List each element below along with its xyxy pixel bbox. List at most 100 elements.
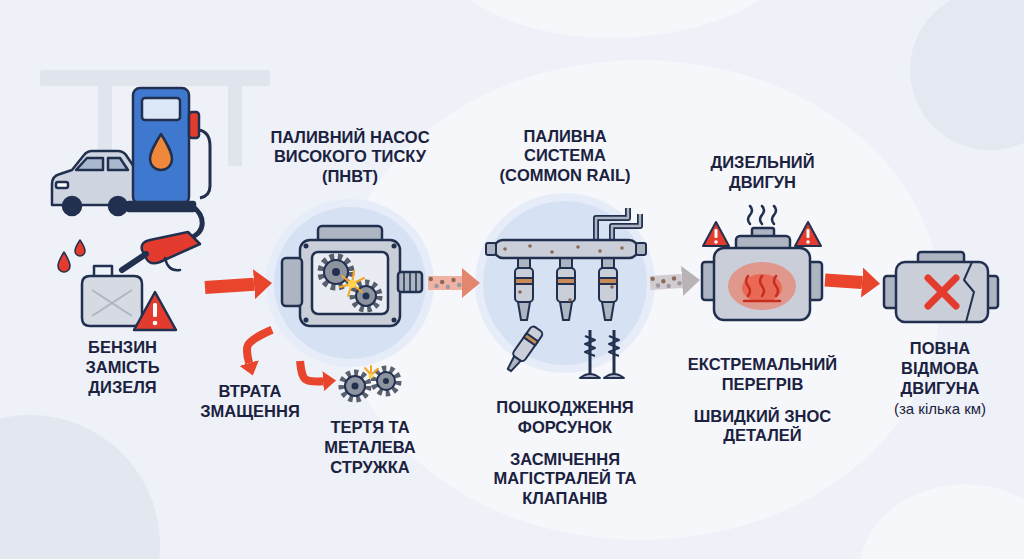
warning-sign	[134, 292, 176, 330]
gears-icon	[369, 374, 374, 379]
pump-illustration	[392, 318, 397, 323]
common-rail-illustration	[580, 374, 600, 378]
common-rail-illustration	[524, 333, 538, 345]
particle	[457, 283, 461, 287]
fuel-nozzle-icon	[165, 258, 180, 270]
text-group: БЕНЗИН ЗАМІСТЬ ДИЗЕЛЯ	[65, 338, 180, 397]
gears-icon	[374, 369, 398, 393]
car-icon	[109, 197, 127, 215]
stage-heading: ПОВНА ВІДМОВА ДВИГУНА	[875, 339, 1005, 398]
stage-heading: ПАЛИВНИЙ НАСОС ВИСОКОГО ТИСКУ (ПНВТ)	[250, 128, 450, 187]
common-rail-illustration	[598, 249, 602, 253]
common-rail-illustration	[528, 244, 532, 248]
common-rail-illustration	[518, 290, 522, 294]
pump-illustration	[332, 268, 340, 276]
stage-heading: ПАЛИВНА СИСТЕМА (COMMON RAIL)	[483, 127, 648, 186]
pump-illustration	[348, 280, 356, 288]
pump-illustration	[266, 199, 434, 367]
pump-illustration	[282, 258, 302, 306]
stage-node: ПАЛИВНА СИСТЕМА (COMMON RAIL)ПОШКОДЖЕННЯ…	[480, 198, 650, 368]
text-group: ДИЗЕЛЬНИЙ ДВИГУН	[688, 153, 838, 193]
warning-sign	[153, 321, 158, 326]
car-icon	[56, 182, 68, 188]
failed-engine-icon	[884, 252, 998, 322]
fuel-pump-icon	[199, 130, 210, 198]
warning-sign	[703, 222, 729, 246]
common-rail-illustration	[604, 374, 624, 378]
common-rail-illustration	[486, 243, 496, 255]
warning-sign	[714, 240, 718, 244]
pump-illustration	[266, 199, 434, 367]
background	[910, 0, 1024, 150]
particle	[446, 285, 450, 289]
diesel-engine-icon	[728, 262, 796, 310]
fuel-nozzle-icon	[58, 206, 202, 272]
warning-sign	[153, 303, 157, 317]
warning-sign	[703, 222, 821, 246]
fuel-canister	[82, 276, 142, 326]
flow-arrow	[205, 284, 254, 287]
fuel-pump-icon	[150, 134, 172, 170]
common-rail-illustration	[609, 336, 619, 356]
text-group: ПОВНА ВІДМОВА ДВИГУНА (за кілька км)	[875, 339, 1005, 418]
common-rail-illustration	[568, 298, 572, 302]
station-silhouette	[40, 70, 270, 86]
pump-illustration	[304, 244, 309, 249]
pump-illustration	[324, 260, 348, 284]
particle	[666, 284, 670, 288]
pump-illustration	[340, 271, 364, 296]
common-rail-illustration	[515, 258, 533, 320]
fuel-nozzle-icon	[58, 252, 70, 272]
flow-arrow	[247, 330, 272, 363]
text-group: ПОШКОДЖЕННЯ ФОРСУНОКЗАСМІЧЕННЯ МАГІСТРАЛ…	[485, 398, 645, 509]
fuel-nozzle-icon	[190, 206, 202, 238]
warning-sign	[715, 229, 718, 238]
station-silhouette	[228, 86, 242, 166]
common-rail-illustration	[576, 245, 580, 249]
common-rail-illustration	[580, 330, 600, 378]
diesel-engine-icon	[742, 274, 782, 302]
failed-engine-icon	[964, 262, 974, 322]
text-group: ПАЛИВНИЙ НАСОС ВИСОКОГО ТИСКУ (ПНВТ)	[250, 128, 450, 187]
pump-illustration	[321, 257, 351, 287]
stage-note: (за кілька км)	[875, 400, 1005, 418]
pump-illustration	[340, 271, 364, 296]
stage-note: ЕКСТРЕМАЛЬНИЙ ПЕРЕГРІВ	[675, 355, 850, 395]
gears-icon	[374, 369, 398, 393]
pump-illustration	[404, 272, 416, 292]
car-icon	[52, 151, 136, 215]
common-rail-illustration	[610, 285, 614, 289]
pump-illustration	[321, 257, 351, 287]
failed-engine-icon	[896, 262, 988, 322]
diesel-engine-icon	[748, 206, 776, 224]
fuel-canister	[94, 266, 112, 276]
common-rail-illustration	[585, 336, 595, 356]
stage-node: БЕНЗИН ЗАМІСТЬ ДИЗЕЛЯ	[40, 80, 205, 330]
common-rail-illustration	[596, 208, 640, 242]
stage-node: ВТРАТА ЗМАЩЕННЯ	[190, 376, 310, 422]
fuel-pump-icon	[133, 88, 189, 204]
stage-node: ДИЗЕЛЬНИЙ ДВИГУНЕКСТРЕМАЛЬНИЙ ПЕРЕГРІВШВ…	[700, 205, 825, 330]
particle-group	[429, 276, 682, 289]
warning-sign	[795, 222, 821, 246]
flow-arrow	[428, 276, 462, 290]
pump-illustration	[363, 293, 370, 300]
flow-arrow	[300, 361, 323, 381]
text-group: ТЕРТЯ ТА МЕТАЛЕВА СТРУЖКА	[313, 418, 428, 477]
stage-heading: ВТРАТА ЗМАЩЕННЯ	[190, 382, 310, 422]
car-icon	[52, 151, 136, 205]
particle	[677, 281, 681, 285]
common-rail-illustration	[504, 325, 544, 374]
pump-illustration	[282, 226, 422, 326]
pump-illustration	[392, 244, 397, 249]
stage-node: ПАЛИВНИЙ НАСОС ВИСОКОГО ТИСКУ (ПНВТ)	[272, 205, 428, 361]
fuel-pump-icon	[127, 202, 195, 211]
flow-arrow	[825, 280, 862, 283]
particle-row	[650, 276, 681, 288]
diesel-engine-icon	[702, 206, 822, 320]
common-rail-illustration	[604, 330, 624, 378]
gears-icon	[342, 373, 368, 399]
particle	[429, 277, 433, 281]
diesel-engine-icon	[714, 248, 810, 320]
stage-note: ЗАСМІЧЕННЯ МАГІСТРАЛЕЙ ТА КЛАПАНІВ	[485, 450, 645, 509]
